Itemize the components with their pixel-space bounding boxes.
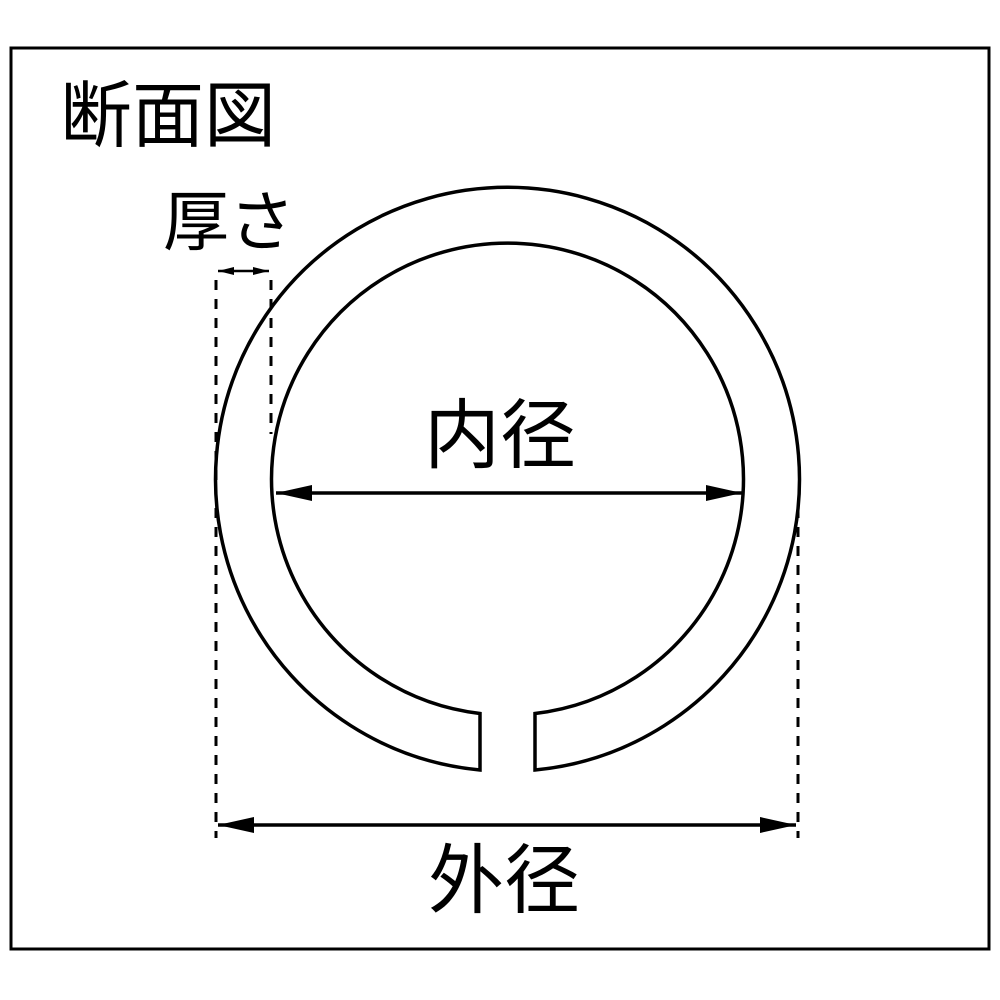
split-ring-section xyxy=(213,185,802,772)
inner-diameter-label: 内径 xyxy=(424,391,576,480)
diagram-title: 断面図 xyxy=(60,74,277,158)
outer-diameter-label: 外径 xyxy=(428,836,580,925)
thickness-label: 厚さ xyxy=(163,184,295,261)
frame-border xyxy=(9,46,991,951)
